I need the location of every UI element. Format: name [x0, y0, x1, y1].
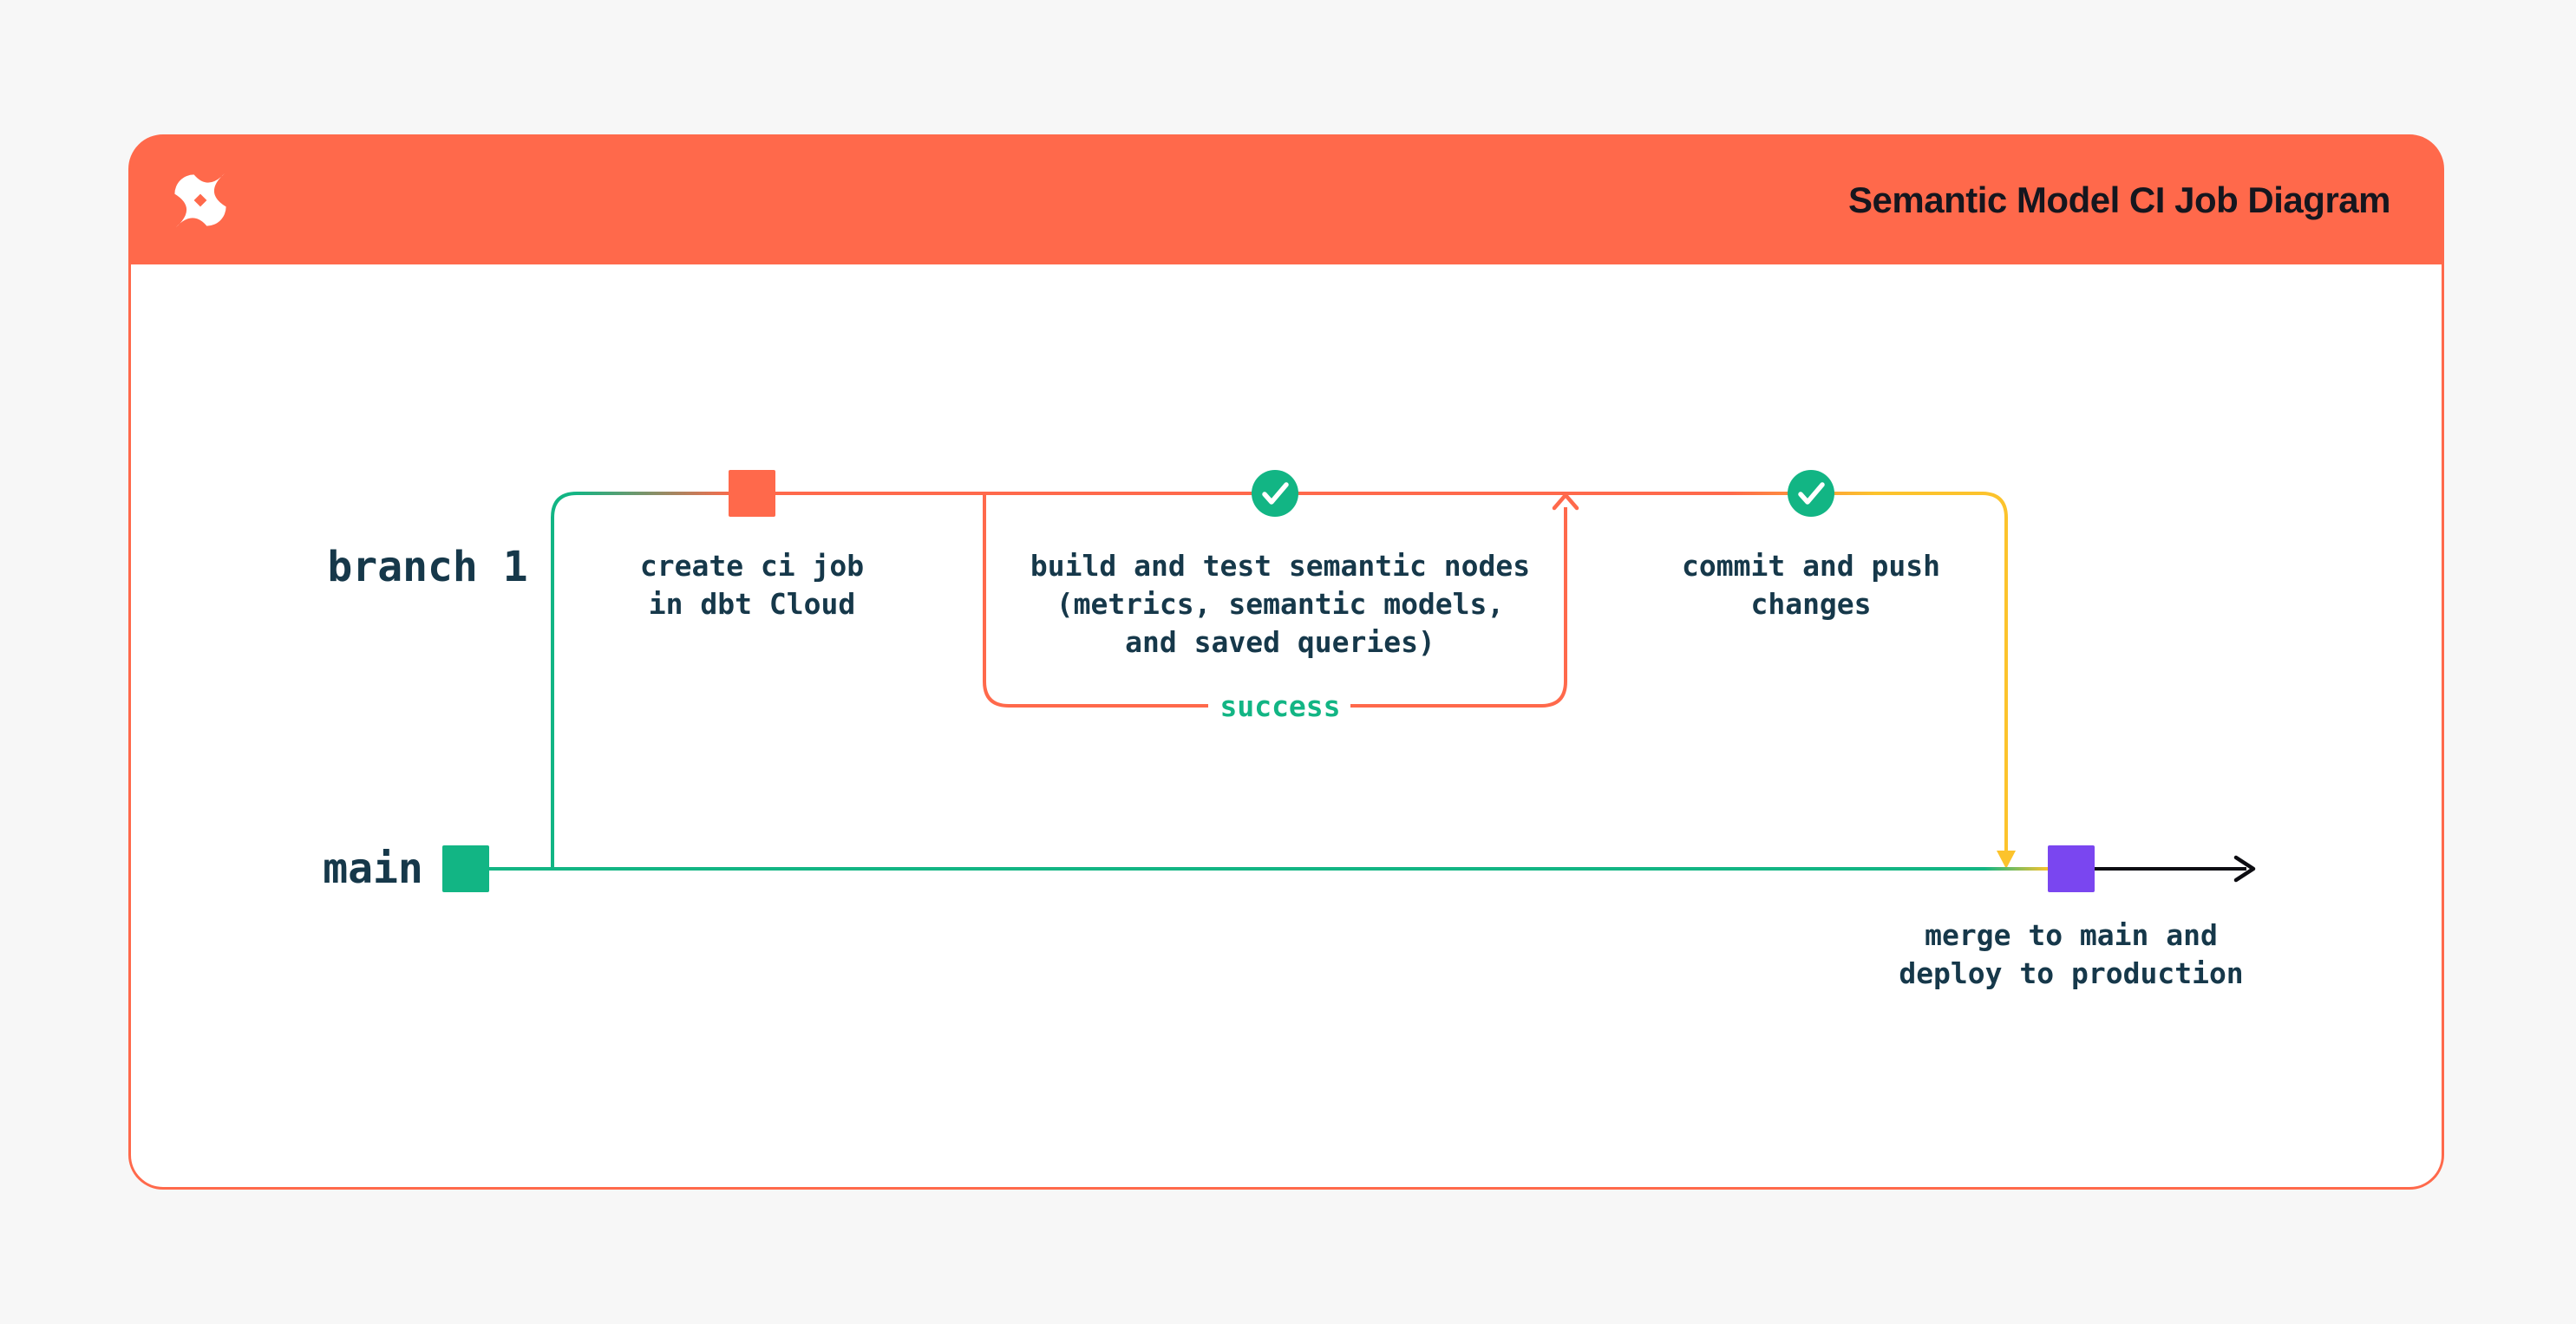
node-label-commit-push: commit and push changes: [1681, 549, 1941, 621]
card-header: Semantic Model CI Job Diagram: [130, 136, 2442, 264]
diagram-card: Semantic Model CI Job Diagram: [128, 134, 2444, 1190]
page-title: Semantic Model CI Job Diagram: [1848, 179, 2390, 220]
node-label-create-ci: create ci job in dbt Cloud: [639, 549, 865, 621]
success-label: success: [1219, 689, 1341, 723]
main-label: main: [323, 845, 423, 893]
node-label-build-test: build and test semantic nodes (metrics, …: [1030, 549, 1531, 659]
node-label-merge-deploy: merge to main and deploy to production: [1899, 918, 2244, 990]
branch-label: branch 1: [327, 543, 528, 591]
dbt-logo-icon: [174, 173, 226, 228]
